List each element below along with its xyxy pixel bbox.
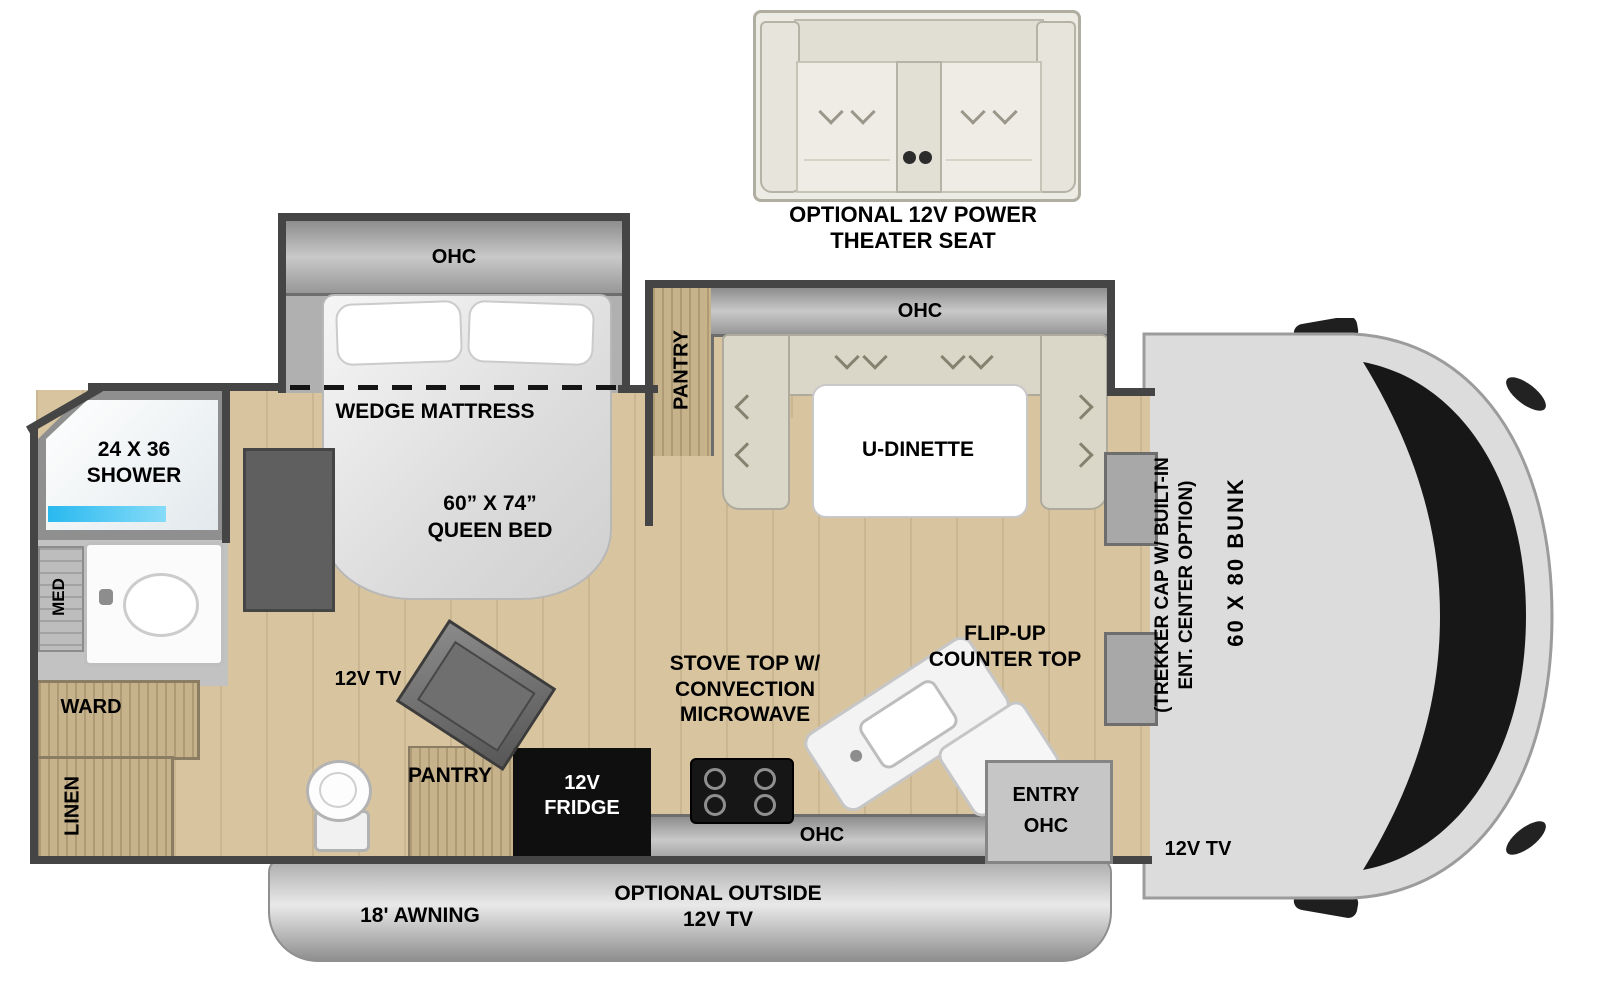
shower-water-accent [48,506,166,522]
stitch-chevron [850,99,876,125]
shower-size-label: 24 X 36 [97,438,171,461]
flip-up-label-line1: FLIP-UP [964,622,1046,645]
armrest-right [1036,21,1076,193]
awning-label: 18' AWNING [360,904,480,927]
seat-cushion-right [938,61,1042,193]
ent-center-cabinet [1104,452,1158,546]
sink-basin-icon [123,573,199,637]
wall [30,424,38,862]
kitchen-pantry-cabinet [408,746,518,862]
cab-windshield [1363,362,1526,870]
stove-label-line1: STOVE TOP W/ [669,652,821,675]
stove-label-line3: MICROWAVE [679,703,811,726]
ward-label: WARD [60,696,122,718]
kitchen-pantry-label: PANTRY [408,764,492,787]
wall [222,385,230,543]
bedroom-tv-label: 12V TV [334,668,402,690]
trekker-cap-label-line2: ENT. CENTER OPTION) [1176,480,1197,690]
med-cabinet [38,546,84,652]
seat-backrest [794,19,1044,63]
bedroom-wardrobe [243,448,335,612]
u-dinette-table [812,384,1028,518]
linen-label: LINEN [61,776,84,836]
dinette-ohc-label: OHC [897,300,943,322]
seat-cushion-left [796,61,900,193]
center-console [896,61,942,193]
bedroom-ohc-label: OHC [431,246,477,268]
burner [754,794,776,816]
u-dinette-label: U-DINETTE [862,438,974,461]
cab-corner-bottom [1506,821,1546,855]
fridge-box [513,748,651,860]
trekker-cap-label: (TREKKER CAP W/ BUILT-IN ENT. CENTER OPT… [1151,457,1199,713]
linen-cabinet [36,756,174,864]
burner [704,794,726,816]
faucet-icon [99,589,113,605]
dinette-pantry-label: PANTRY [670,330,693,410]
stove-icon [690,758,794,824]
theater-seat-label-line1: OPTIONAL 12V POWER [789,202,1037,227]
armrest-left [760,21,800,193]
wall [645,280,653,526]
cab-corner-top [1506,377,1546,411]
wall [278,213,286,393]
dinette-bench-right [1040,334,1108,510]
kitchen-ohc-label: OHC [799,824,845,846]
dinette-ohc-cabinet [711,288,1107,337]
fridge-label-line2: FRIDGE [544,797,620,819]
outside-tv-label-line2: 12V TV [682,908,754,931]
theater-seat-label-line2: THEATER SEAT [830,228,996,253]
outside-tv-label-line1: OPTIONAL OUTSIDE [614,882,822,905]
bed-type-label: QUEEN BED [427,519,553,542]
cupholder-icon [903,151,916,164]
burner [754,768,776,790]
wedge-mattress-label: WEDGE MATTRESS [335,400,535,423]
wall [278,213,630,221]
wall [622,213,630,393]
dinette-pantry-cabinet [653,288,714,456]
wall [1107,280,1115,396]
pillow-right [466,299,596,367]
wall [30,856,1152,864]
wedge-fold-line [290,385,620,390]
cab-tv-label: 12V TV [1164,838,1232,860]
wardrobe-cabinet [36,680,200,760]
burner [704,768,726,790]
shower-stall [36,390,228,540]
shower-label: SHOWER [86,464,182,487]
entry-ohc-label: OHC [1023,815,1069,837]
pillow-left [334,299,464,367]
toilet-bowl-inner [319,772,357,808]
entry-label: ENTRY [1012,784,1080,806]
seat-seam [804,159,890,161]
stitch-chevron [818,99,844,125]
wall [618,385,658,393]
cupholder-icon [919,151,932,164]
faucet-icon [847,747,865,765]
stitch-chevron [992,99,1018,125]
wall [1107,388,1155,396]
ent-center-cabinet [1104,632,1158,726]
stove-label-line2: CONVECTION [674,678,815,701]
seat-seam [946,159,1032,161]
stitch-chevron [960,99,986,125]
fridge-label-line1: 12V [564,772,600,794]
wall [88,383,286,391]
bed-size-label: 60” X 74” [443,492,537,515]
flip-up-label-line2: COUNTER TOP [928,648,1082,671]
med-label: MED [49,578,68,616]
toilet-icon [306,760,372,822]
bathroom-vanity [84,542,224,666]
dinette-bench-left [722,334,790,510]
theater-seat-graphic [753,10,1081,202]
front-cap-graphic [1142,318,1554,918]
wall [645,280,1115,288]
entry-step [985,760,1113,864]
trekker-cap-label-line1: (TREKKER CAP W/ BUILT-IN [1152,457,1173,713]
bunk-label: 60 X 80 BUNK [1223,477,1248,647]
